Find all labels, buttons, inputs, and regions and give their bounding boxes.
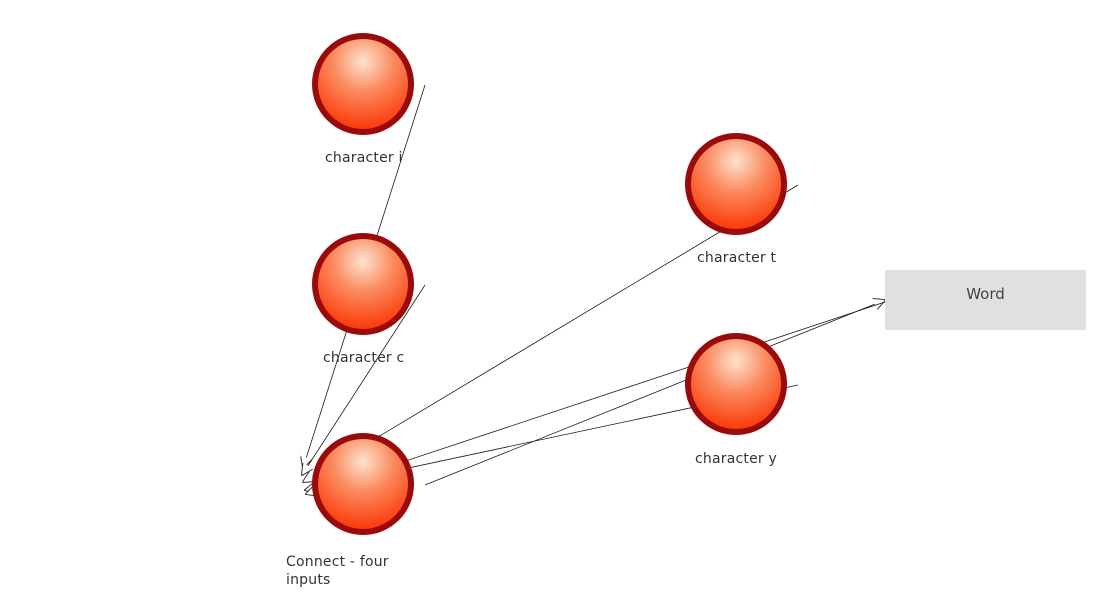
neuron-icon <box>685 333 787 435</box>
neuron-icon <box>685 133 787 235</box>
node-label-character-y: character y <box>695 451 777 467</box>
edge-connect-to-word <box>424 300 885 486</box>
node-label-connect: Connect - four inputs <box>286 554 389 588</box>
output-label-word: Word <box>966 285 1005 303</box>
node-label-character-i: character i <box>325 150 403 166</box>
node-character-c[interactable] <box>308 229 418 339</box>
node-label-character-t: character t <box>697 250 777 266</box>
neuron-icon <box>312 33 414 135</box>
node-character-i[interactable] <box>308 29 418 139</box>
node-character-y[interactable] <box>681 329 791 439</box>
node-character-t[interactable] <box>681 129 791 239</box>
neuron-icon <box>312 433 414 535</box>
output-box-word[interactable]: Word <box>885 270 1086 330</box>
node-connect[interactable] <box>308 429 418 539</box>
node-label-character-c: character c <box>323 350 405 366</box>
neuron-icon <box>312 233 414 335</box>
